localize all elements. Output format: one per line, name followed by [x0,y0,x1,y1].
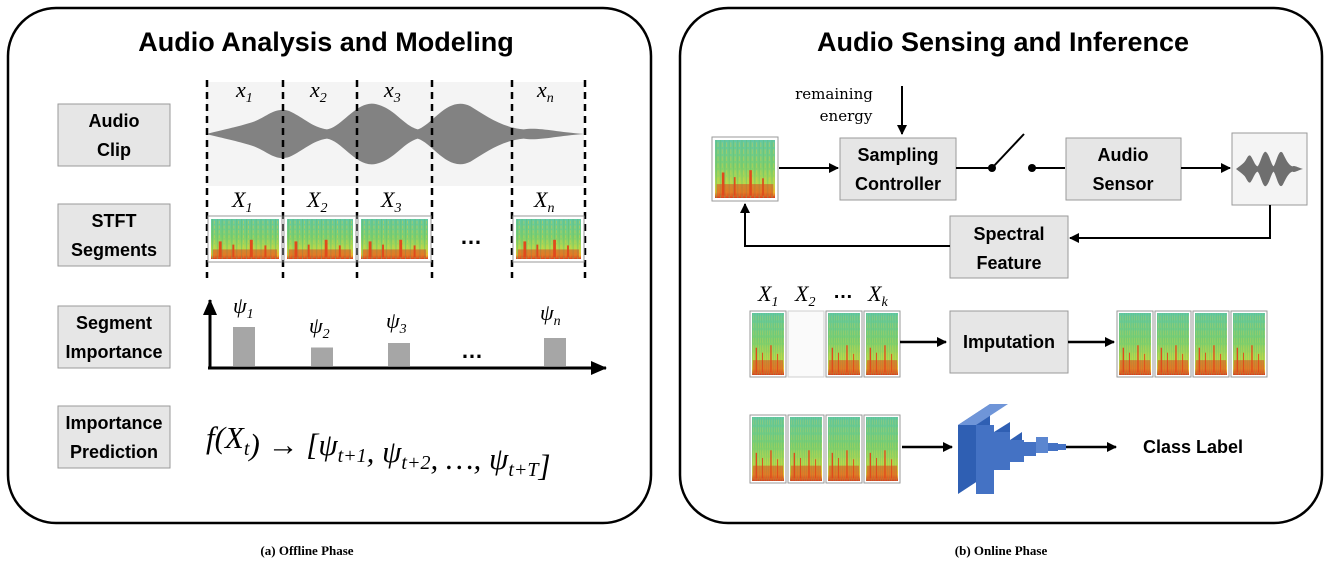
importance-bar-1 [233,327,255,366]
prediction-label-line2: Prediction [70,442,158,462]
audio-waveform [206,82,584,186]
spectral-label-line2: Feature [976,253,1041,273]
input-spectrogram [711,136,779,202]
imputation-input-labels: X1 X2 Xk [757,281,888,310]
stft-label-Xn: Xn [533,187,554,216]
spectrogram-tile [283,215,357,263]
spectrogram-tile [863,414,901,484]
imputation-label-X2: X2 [794,281,815,310]
row-label-stft-segments: STFT Segments [57,203,171,267]
psi-label-3: ψ3 [386,308,407,337]
remaining-energy-label-line2: energy [820,107,873,125]
sampling-label-line1: Sampling [857,145,938,165]
segment-label-x2: x2 [309,77,327,106]
importance-prediction-formula: f(Xt) → [ψt+1, ψt+2, …, ψt+T] [206,420,551,483]
spectrogram-tile [1192,310,1230,378]
spectrogram-tile [1154,310,1192,378]
missing-spectrogram-tile [787,310,825,378]
psi-label-1: ψ1 [233,293,254,322]
row-label-importance-prediction: Importance Prediction [57,405,171,469]
online-panel-title: Audio Sensing and Inference [817,27,1189,57]
spectrogram-tile [825,414,863,484]
stft-label-line2: Segments [71,240,157,260]
cnn-model-icon [958,404,1066,494]
segment-label-xn: xn [536,77,554,106]
importance-label-line2: Importance [65,342,162,362]
spectrogram-tile [1116,310,1154,378]
arrow-back-to-input [740,203,950,247]
imputation-label-Xk: Xk [867,281,888,310]
classifier-inputs [749,414,901,484]
imputation-inputs [749,310,901,378]
sensed-waveform [1231,132,1308,206]
importance-label-line1: Segment [76,313,152,333]
row-label-audio-clip: Audio Clip [57,103,171,167]
audio-sensor-box: Audio Sensor [1065,137,1182,201]
sensor-label-line2: Sensor [1092,174,1153,194]
arrow-to-spectral [1069,205,1271,243]
importance-ellipsis: … [461,338,483,363]
stft-label-line1: STFT [92,211,137,231]
sampling-label-line2: Controller [855,174,941,194]
audio-clip-label-line2: Clip [97,140,131,160]
online-phase-panel: Audio Sensing and Inference remaining en… [678,6,1324,558]
remaining-energy-label-line1: remaining [795,85,873,103]
segment-label-x1: x1 [235,77,253,106]
offline-phase-panel: Audio Analysis and Modeling Audio Clip S… [6,6,653,558]
importance-chart: ψ1 ψ2 ψ3 ψn … [203,293,607,375]
imputed-outputs [1116,310,1268,378]
stft-segment-labels: X1 X2 X3 Xn [231,187,554,216]
sampling-controller-box: Sampling Controller [839,137,957,201]
prediction-label-line1: Importance [65,413,162,433]
psi-label-2: ψ2 [309,313,330,342]
stft-label-X3: X3 [380,187,401,216]
class-label-text: Class Label [1143,437,1243,457]
spectrogram-tile [512,215,585,263]
row-label-segment-importance: Segment Importance [57,305,171,369]
offline-caption: (a) Offline Phase [260,543,353,558]
spectrogram-tile [207,215,283,263]
imputation-ellipsis: … [833,281,853,303]
spectrogram-tile [825,310,863,378]
stft-ellipsis: … [460,224,482,249]
spectral-feature-box: Spectral Feature [949,215,1069,279]
spectrogram-tile [749,310,787,378]
stft-label-X1: X1 [231,187,252,216]
stft-label-X2: X2 [306,187,327,216]
imputation-box: Imputation [949,310,1069,374]
importance-bar-4 [544,338,566,366]
spectrogram-tile [357,215,432,263]
online-caption: (b) Online Phase [955,543,1048,558]
spectral-label-line1: Spectral [973,224,1044,244]
waveform-segment-labels: x1 x2 x3 xn [235,77,554,106]
psi-labels: ψ1 ψ2 ψ3 ψn [233,293,561,342]
offline-panel-title: Audio Analysis and Modeling [138,27,514,57]
stft-spectrograms [207,215,585,263]
sensor-label-line1: Audio [1098,145,1149,165]
importance-bars [233,327,566,366]
importance-bar-2 [311,347,333,366]
importance-bar-3 [388,343,410,366]
spectrogram-tile [863,310,901,378]
imputation-label: Imputation [963,332,1055,352]
imputation-label-X1: X1 [757,281,778,310]
audio-clip-label-line1: Audio [89,111,140,131]
spectrogram-tile [749,414,787,484]
spectrogram-tile [1230,310,1268,378]
segment-dividers [205,80,587,278]
sampling-switch [956,133,1065,172]
segment-label-x3: x3 [383,77,401,106]
spectrogram-tile [787,414,825,484]
psi-label-n: ψn [540,300,561,329]
